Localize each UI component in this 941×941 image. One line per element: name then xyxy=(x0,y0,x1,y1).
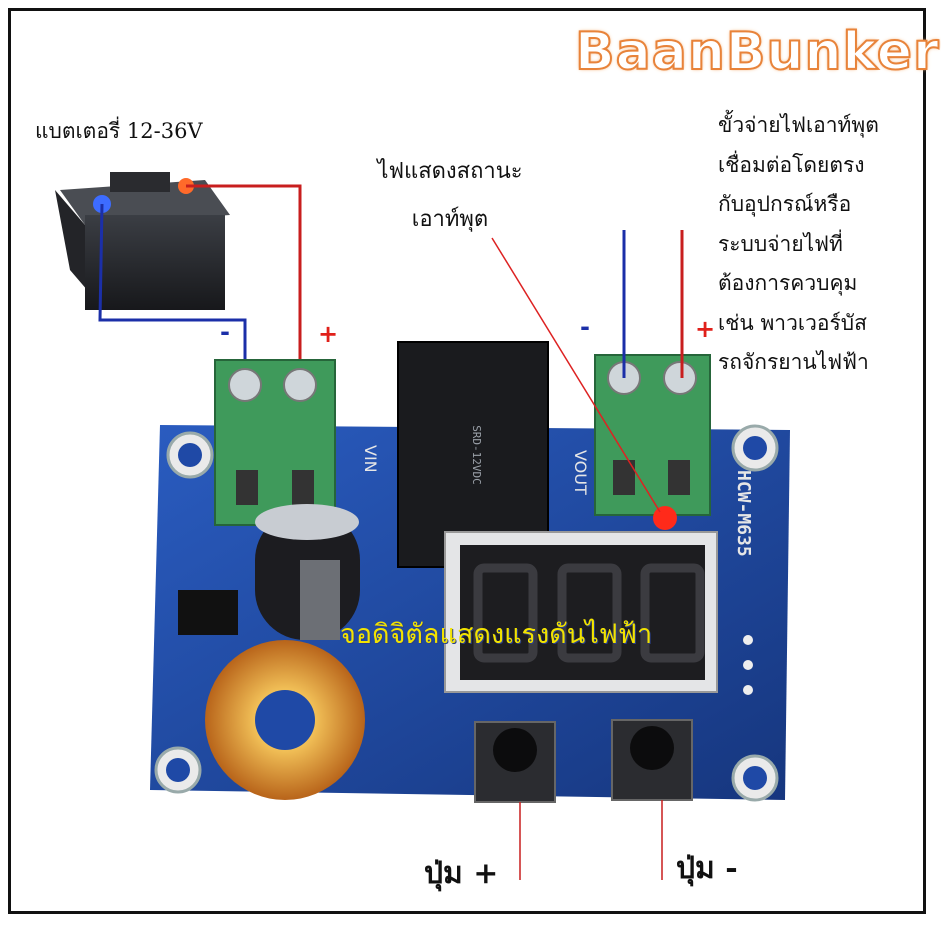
relay-text: SRD-12VDC xyxy=(470,425,483,485)
plus-push-button xyxy=(474,721,556,803)
electrolytic-capacitor xyxy=(255,504,360,640)
status-led xyxy=(653,506,677,530)
wire-input-negative xyxy=(98,203,247,385)
vout-silkscreen: VOUT xyxy=(571,450,590,495)
output-desc-line: ต้องการควบคุม xyxy=(718,271,858,295)
ic-chip xyxy=(178,590,238,635)
output-desc-line: รถจักรยานไฟฟ้า xyxy=(718,350,869,374)
output-desc-line: ขั้วจ่ายไฟเอาท์พุต xyxy=(718,113,879,137)
minus-button-label: ปุ่ม - xyxy=(676,851,738,886)
plus-button-label: ปุ่ม + xyxy=(424,856,499,891)
vin-silkscreen: VIN xyxy=(361,445,380,473)
battery-label: แบตเตอรี่ 12-36V xyxy=(35,119,203,143)
minus-push-button xyxy=(611,719,693,801)
seven-segment-display xyxy=(444,531,718,693)
output-plus-sign: + xyxy=(695,315,716,343)
status-light-label-line-2: เอาท์พุต xyxy=(411,207,489,232)
brand-watermark: BaanBunker xyxy=(574,21,940,83)
output-description: ขั้วจ่ายไฟเอาท์พุต เชื่อมต่อโดยตรง กับอุ… xyxy=(718,106,879,383)
status-led-pointer xyxy=(491,237,661,513)
output-terminal-block xyxy=(594,354,711,516)
output-desc-line: เชื่อมต่อโดยตรง xyxy=(718,152,865,177)
wire-input-positive xyxy=(186,184,302,385)
output-desc-line: ระบบจ่ายไฟที่ xyxy=(718,231,843,256)
status-light-label: ไฟแสดงสถานะ เอาท์พุต xyxy=(355,148,545,244)
display-label: จอดิจิตัลแสดงแรงดันไฟฟ้า xyxy=(340,619,653,650)
output-desc-line: กับอุปกรณ์หรือ xyxy=(718,192,852,216)
output-minus-sign: - xyxy=(580,313,590,341)
input-minus-sign: - xyxy=(220,318,230,346)
image-frame xyxy=(8,8,926,914)
relay: SRD-12VDC xyxy=(397,341,549,568)
model-silkscreen: HCW-M635 xyxy=(733,470,754,557)
input-plus-sign: + xyxy=(318,320,339,348)
output-desc-line: เช่น พาวเวอร์บัส xyxy=(718,310,867,335)
input-terminal-block xyxy=(214,359,336,526)
status-light-label-line-1: ไฟแสดงสถานะ xyxy=(377,159,523,184)
toroid-inductor xyxy=(205,640,365,800)
battery-illustration xyxy=(55,172,230,310)
